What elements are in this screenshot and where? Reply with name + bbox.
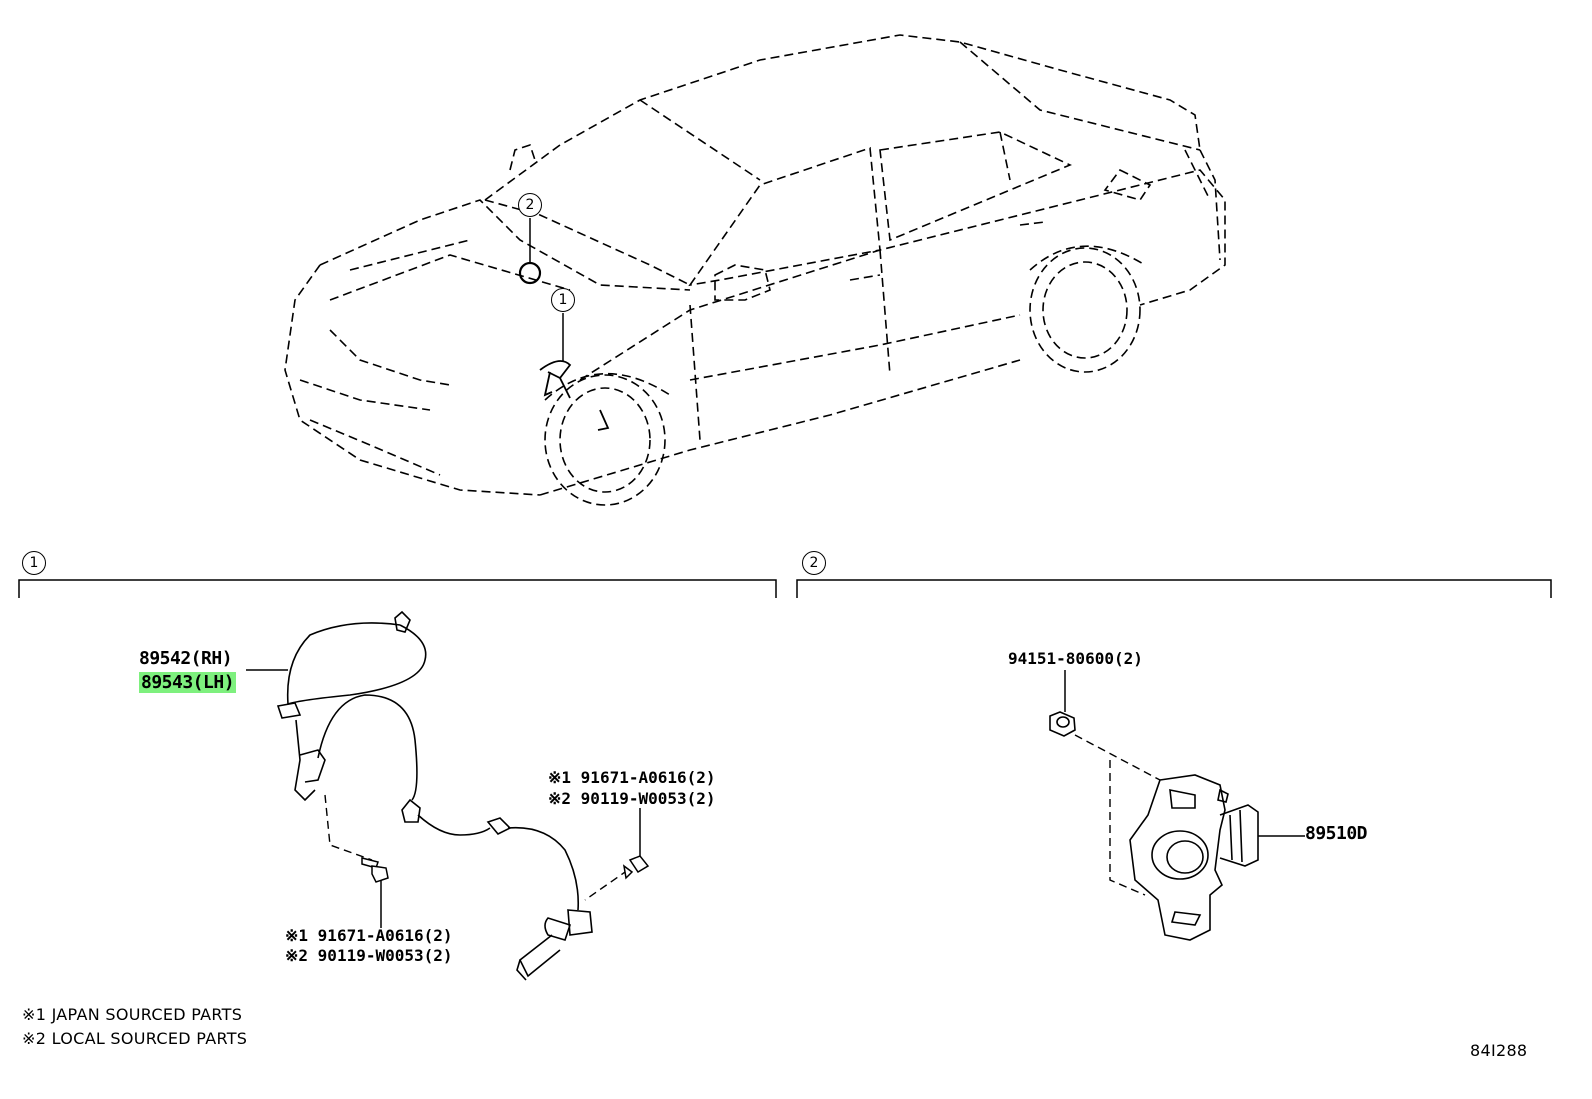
diagram-id: 84I288 bbox=[1470, 1041, 1528, 1060]
fastener-guide-lines-1 bbox=[324, 794, 629, 901]
part-89510d[interactable]: 89510D bbox=[1305, 823, 1368, 844]
part-89542-rh[interactable]: 89542(RH) bbox=[139, 648, 233, 669]
legend-local-sourced: ※2 LOCAL SOURCED PARTS bbox=[22, 1029, 248, 1048]
car-callout-1: 1 bbox=[551, 288, 575, 312]
car-illustration bbox=[284, 34, 1226, 496]
part-89543-lh[interactable]: 89543(LH) bbox=[139, 672, 237, 693]
legend-japan-sourced: ※1 JAPAN SOURCED PARTS bbox=[22, 1005, 243, 1024]
section-brackets bbox=[18, 579, 1552, 598]
lower-bolt bbox=[361, 857, 389, 883]
front-sensor-harness bbox=[539, 360, 610, 431]
highlighted-part-label: 89543(LH) bbox=[139, 672, 237, 693]
car-callout-2: 2 bbox=[518, 193, 542, 217]
leader-lines-2 bbox=[1064, 670, 1305, 837]
fastener-guide-lines-2 bbox=[1074, 734, 1161, 896]
lower-bolt-japan-note[interactable]: ※1 91671-A0616(2) bbox=[285, 926, 453, 945]
leader-lines-1 bbox=[246, 669, 641, 928]
upper-bolt-local-note[interactable]: ※2 90119-W0053(2) bbox=[548, 789, 716, 808]
front-wheel bbox=[544, 372, 671, 506]
lower-bolt-local-note[interactable]: ※2 90119-W0053(2) bbox=[285, 946, 453, 965]
section-1-number: 1 bbox=[22, 551, 46, 575]
yaw-sensor bbox=[1129, 774, 1259, 941]
nut bbox=[1049, 711, 1076, 737]
section-2-number: 2 bbox=[802, 551, 826, 575]
speed-sensor-harness bbox=[276, 610, 593, 981]
rear-wheel bbox=[1029, 245, 1146, 373]
upper-bolt-japan-note[interactable]: ※1 91671-A0616(2) bbox=[548, 768, 716, 787]
part-94151-80600[interactable]: 94151-80600(2) bbox=[1008, 649, 1143, 668]
sensor-2-marker bbox=[518, 261, 542, 285]
upper-bolt bbox=[622, 855, 650, 880]
